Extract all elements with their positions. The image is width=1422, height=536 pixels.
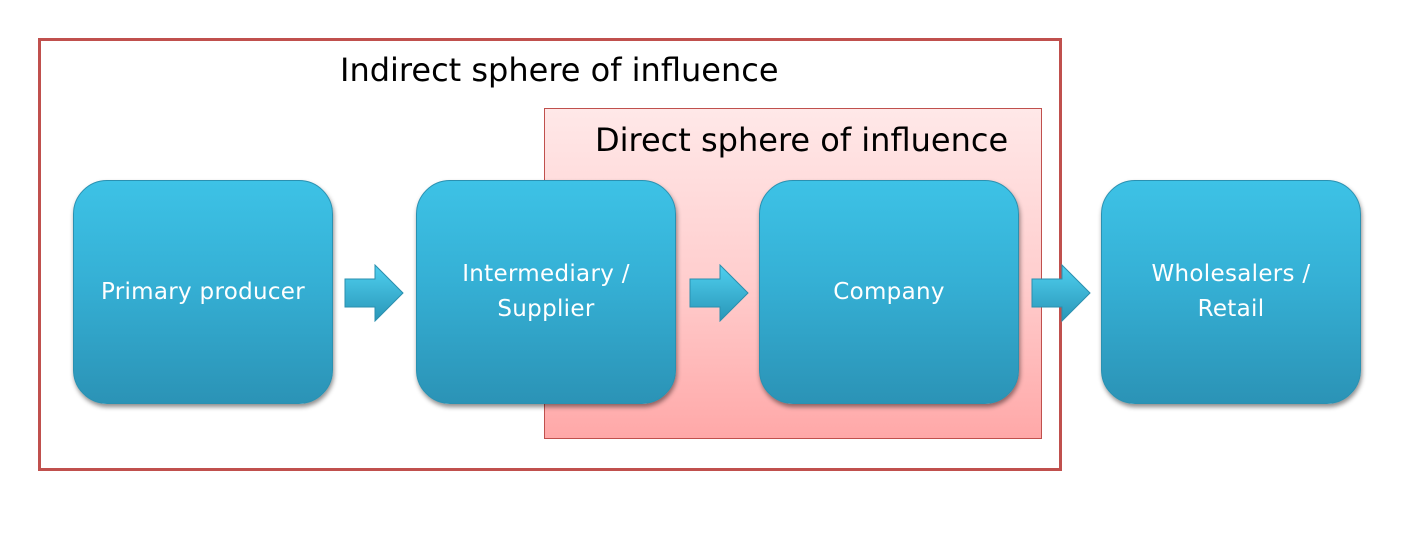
stage-intermediary-supplier: Intermediary / Supplier <box>416 180 676 404</box>
stage-label: Primary producer <box>100 278 306 305</box>
stage-label: Company <box>833 278 945 305</box>
stage-label: Wholesalers / Retail <box>1151 261 1311 322</box>
right-arrow-icon <box>344 264 404 322</box>
stage-wholesalers-retail: Wholesalers / Retail <box>1101 180 1361 404</box>
right-arrow-icon <box>689 264 749 322</box>
right-arrow-icon <box>1031 264 1091 322</box>
direct-sphere-title: Direct sphere of influence <box>595 121 1009 159</box>
stage-label: Intermediary / Supplier <box>462 261 630 322</box>
stage-primary-producer: Primary producer <box>73 180 333 404</box>
stage-company: Company <box>759 180 1019 404</box>
indirect-sphere-title: Indirect sphere of influence <box>340 51 779 89</box>
